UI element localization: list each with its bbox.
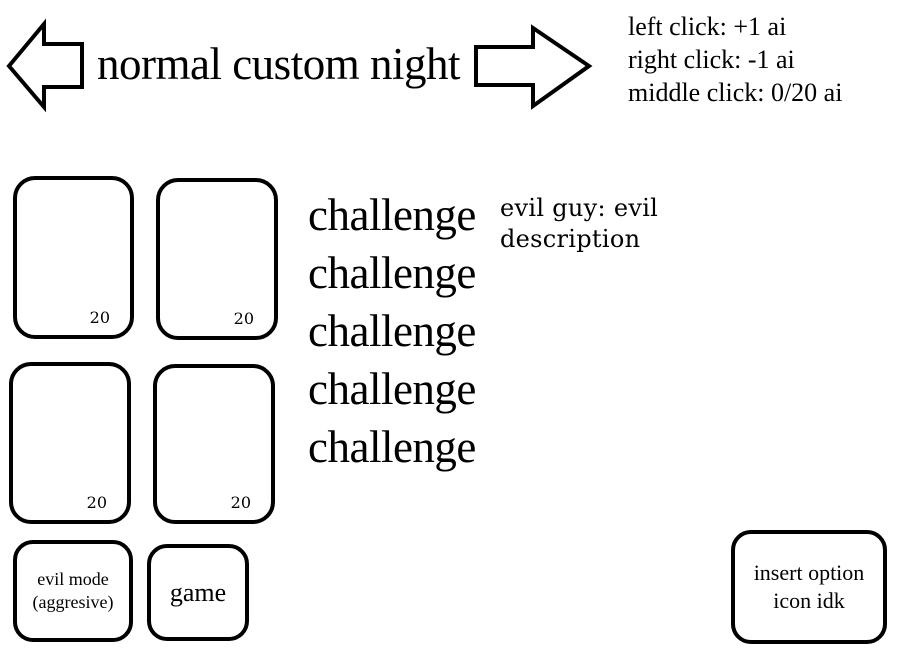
- challenge-item[interactable]: challenge: [308, 306, 476, 356]
- challenge-item[interactable]: challenge: [308, 248, 476, 298]
- ai-level: 20: [86, 493, 107, 512]
- character-card[interactable]: 20: [156, 178, 278, 340]
- character-card[interactable]: 20: [9, 362, 131, 524]
- challenge-list: challenge challenge challenge challenge …: [308, 186, 476, 476]
- option-label: insert option: [753, 560, 865, 585]
- help-right-click: right click: -1 ai: [628, 45, 795, 74]
- challenge-item[interactable]: challenge: [308, 422, 476, 472]
- character-card[interactable]: 20: [153, 364, 275, 524]
- prev-mode-arrow-icon[interactable]: [0, 15, 96, 115]
- character-card[interactable]: 20: [13, 176, 134, 339]
- game-button[interactable]: game: [147, 544, 249, 641]
- challenge-item[interactable]: challenge: [308, 190, 476, 240]
- evil-mode-button[interactable]: evil mode (aggresive): [13, 540, 133, 642]
- ai-level: 20: [233, 309, 254, 328]
- controls-help: left click: +1 ai right click: -1 ai mid…: [628, 10, 842, 109]
- evil-mode-label: evil mode: [37, 569, 109, 589]
- game-label: game: [169, 577, 227, 607]
- ai-level: 20: [89, 308, 110, 327]
- next-mode-arrow-icon[interactable]: [466, 15, 600, 115]
- option-button[interactable]: insert option icon idk: [731, 530, 887, 644]
- help-middle-click: middle click: 0/20 ai: [628, 78, 843, 107]
- ai-level: 20: [230, 493, 251, 512]
- mode-title: normal custom night: [97, 39, 460, 89]
- help-left-click: left click: +1 ai: [628, 12, 787, 41]
- evil-mode-sublabel: (aggresive): [32, 592, 114, 612]
- challenge-item[interactable]: challenge: [308, 364, 476, 414]
- character-description: evil guy: evil description: [500, 194, 659, 253]
- option-sublabel: icon idk: [773, 588, 845, 613]
